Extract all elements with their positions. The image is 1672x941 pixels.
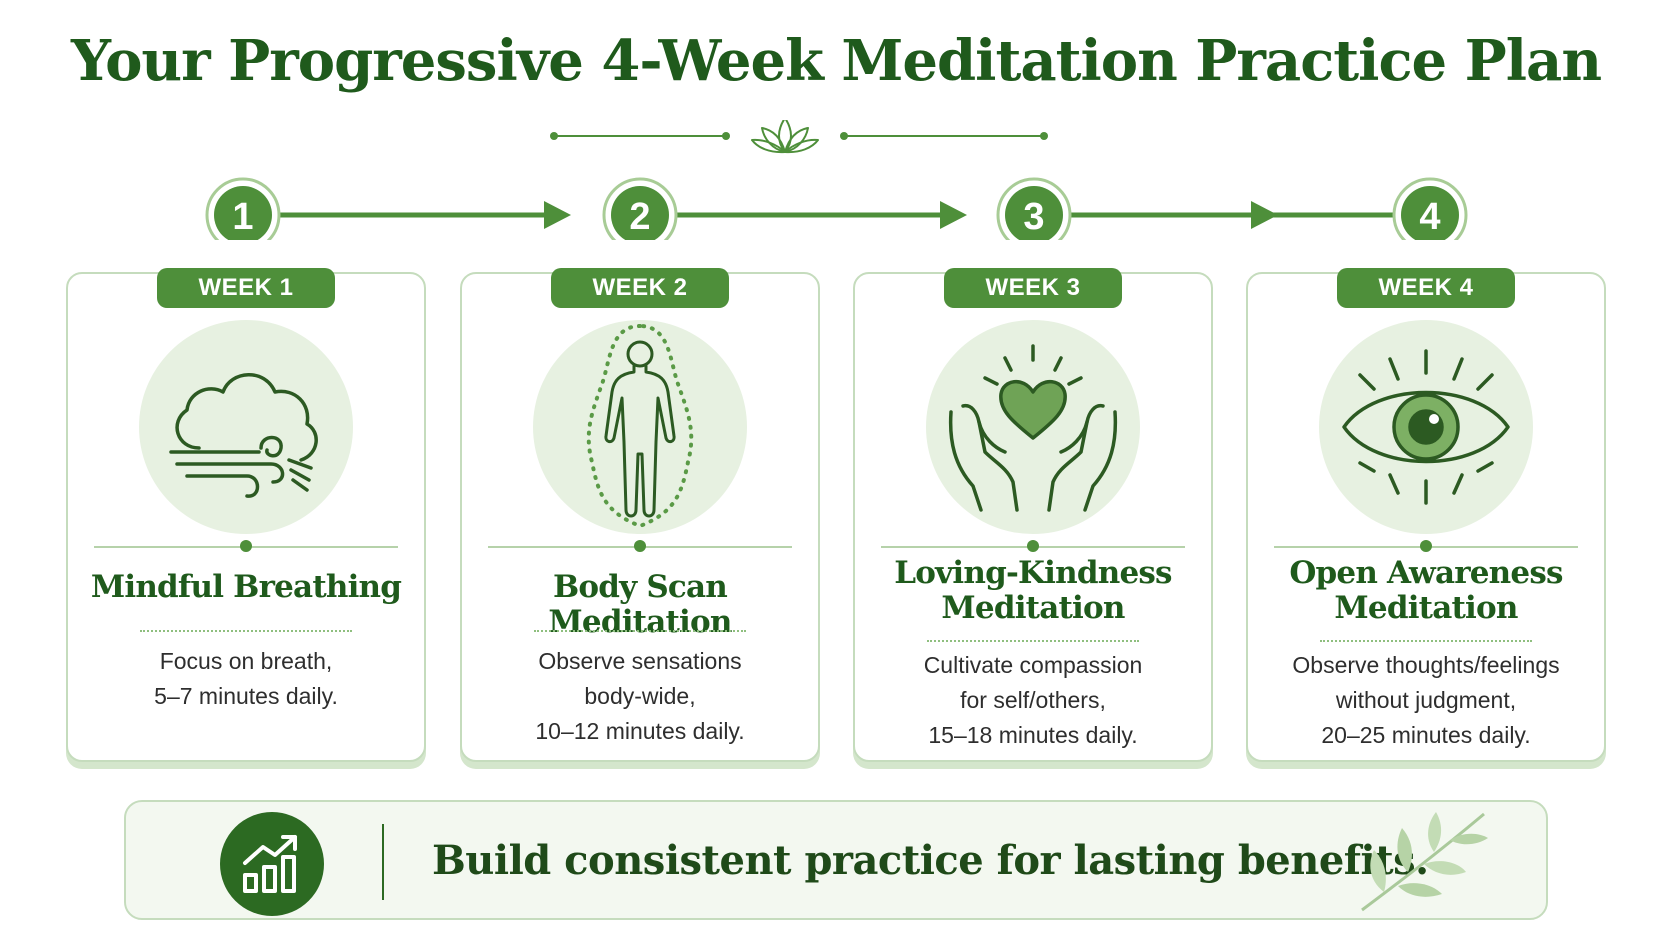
growth-chart-icon bbox=[243, 835, 297, 893]
card-title: Body Scan Meditation bbox=[548, 569, 732, 640]
step-number: 4 bbox=[1419, 196, 1440, 238]
heart-hands-icon bbox=[948, 344, 1118, 512]
week-badge: WEEK 2 bbox=[551, 268, 729, 308]
banner-separator bbox=[382, 824, 384, 900]
card-description: Cultivate compassion for self/others, 15… bbox=[923, 652, 1143, 748]
card-description: Observe sensations body-wide, 10–12 minu… bbox=[535, 648, 745, 744]
summary-banner: Build consistent practice for lasting be… bbox=[124, 800, 1548, 920]
card-title: Loving-Kindness Meditation bbox=[894, 555, 1172, 626]
step-2-marker: 2 bbox=[602, 177, 678, 240]
body-outline-icon bbox=[586, 324, 694, 528]
week-2-card: WEEK 2 Body Scan Meditation Observe sens… bbox=[460, 268, 820, 762]
lotus-ornament bbox=[550, 120, 1048, 154]
arrow-head-icon bbox=[1251, 201, 1278, 229]
card-title: Mindful Breathing bbox=[90, 569, 402, 605]
eye-icon bbox=[1342, 349, 1510, 505]
dotted-underline bbox=[927, 640, 1139, 642]
progress-stepper: 1 2 3 4 bbox=[205, 177, 1468, 240]
wind-cloud-icon bbox=[169, 373, 318, 498]
week-badge: WEEK 4 bbox=[1337, 268, 1515, 308]
leaf-branch-icon bbox=[1361, 812, 1488, 912]
divider-dot bbox=[1420, 540, 1432, 552]
step-number: 1 bbox=[232, 196, 253, 238]
dotted-underline bbox=[140, 630, 352, 632]
card-description: Focus on breath, 5–7 minutes daily. bbox=[154, 648, 338, 709]
card-title: Open Awareness Meditation bbox=[1289, 555, 1563, 626]
divider-dot bbox=[634, 540, 646, 552]
step-4-marker: 4 bbox=[1392, 177, 1468, 240]
dotted-underline bbox=[534, 630, 746, 632]
step-3-marker: 3 bbox=[996, 177, 1072, 240]
divider-dot bbox=[240, 540, 252, 552]
arrow-head-icon bbox=[544, 201, 571, 229]
step-1-marker: 1 bbox=[205, 177, 281, 240]
week-badge: WEEK 1 bbox=[157, 268, 335, 308]
week-1-card: WEEK 1 Mindful Breathing Focus on breath… bbox=[66, 268, 426, 762]
step-number: 2 bbox=[629, 196, 650, 238]
step-number: 3 bbox=[1023, 196, 1044, 238]
divider-dot bbox=[1027, 540, 1039, 552]
week-4-card: WEEK 4 Open Awareness Meditation Observe… bbox=[1246, 268, 1606, 762]
banner-text: Build consistent practice for lasting be… bbox=[432, 836, 1429, 884]
page-title: Your Progressive 4-Week Meditation Pract… bbox=[70, 28, 1602, 94]
lotus-icon bbox=[751, 120, 819, 154]
week-badge: WEEK 3 bbox=[944, 268, 1122, 308]
card-description: Observe thoughts/feelings without judgme… bbox=[1292, 652, 1560, 748]
week-3-card: WEEK 3 Loving-Kindness Meditation Cultiv… bbox=[853, 268, 1213, 762]
arrow-head-icon bbox=[940, 201, 967, 229]
dotted-underline bbox=[1320, 640, 1532, 642]
